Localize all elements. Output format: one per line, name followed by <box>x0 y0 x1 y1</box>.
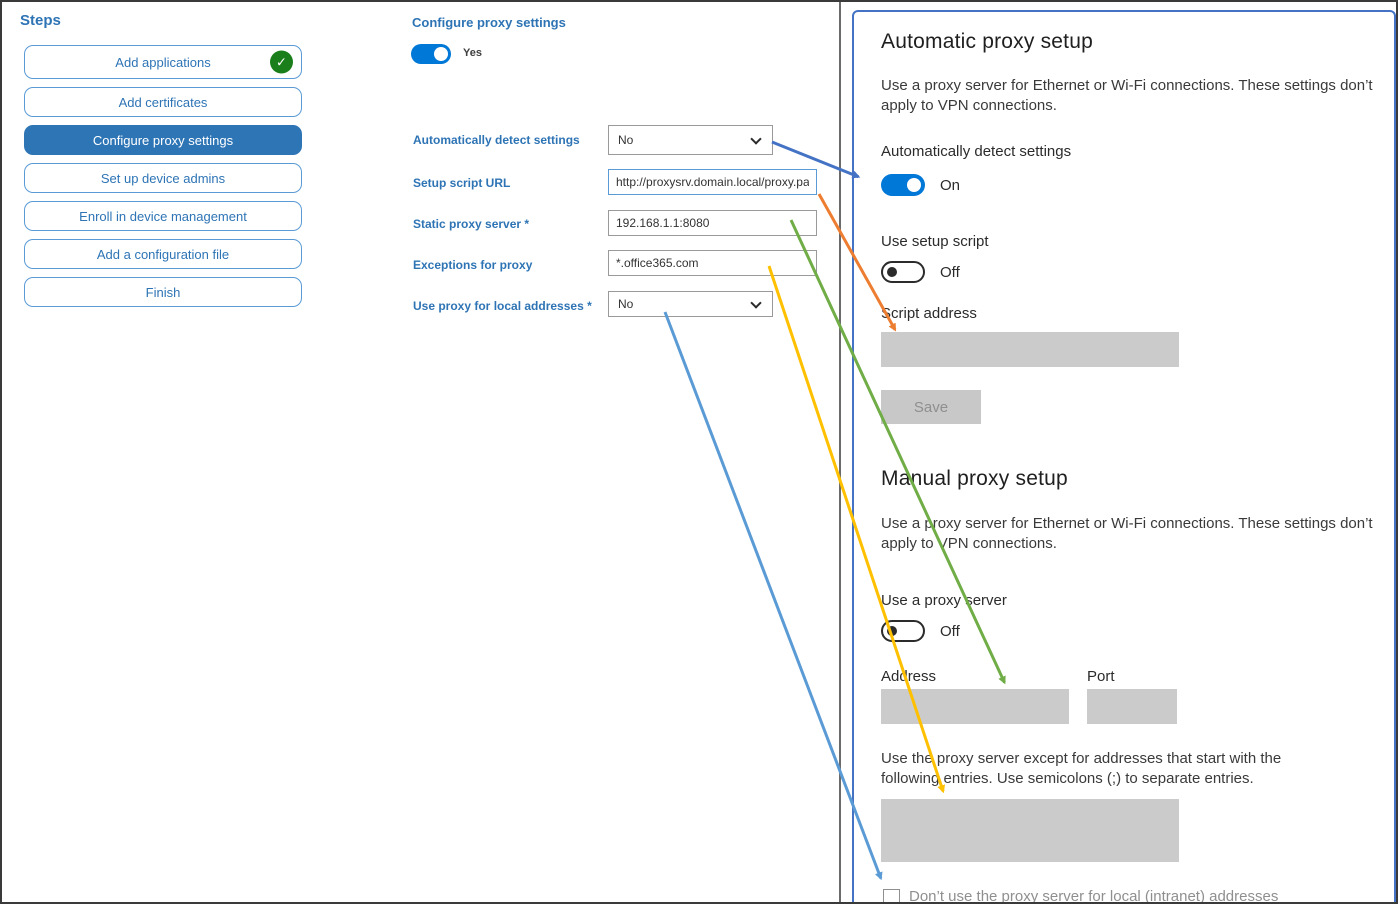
step-label: Enroll in device management <box>79 208 247 224</box>
exceptions-for-proxy-input[interactable] <box>608 250 817 276</box>
step-label: Finish <box>145 284 181 300</box>
completed-check-icon: ✓ <box>270 50 293 74</box>
proxy-exceptions-description: Use the proxy server except for addresse… <box>881 750 1282 787</box>
arrow-local-addresses <box>663 311 883 881</box>
step-add-a-configuration-file[interactable]: Add a configuration file <box>24 239 302 269</box>
manual-proxy-description: Use a proxy server for Ethernet or Wi-Fi… <box>881 515 1373 552</box>
port-input[interactable] <box>1087 689 1177 724</box>
step-enroll-in-device-management[interactable]: Enroll in device management <box>24 201 302 231</box>
select-value: No <box>618 297 634 311</box>
toggle-knob <box>887 267 897 277</box>
step-label: Add applications <box>115 54 211 70</box>
step-set-up-device-admins[interactable]: Set up device admins <box>24 163 302 193</box>
local-addresses-checkbox-label: Don’t use the proxy server for local (in… <box>909 888 1279 904</box>
step-label: Configure proxy settings <box>92 132 234 148</box>
label-use-proxy-for-local-addresses: Use proxy for local addresses * <box>413 299 592 313</box>
automatic-proxy-description: Use a proxy server for Ethernet or Wi-Fi… <box>881 77 1373 114</box>
label-automatically-detect-settings: Automatically detect settings <box>413 133 580 147</box>
steps-nav: Add applications ✓ Add certificates Conf… <box>24 45 302 307</box>
page-title: Configure proxy settings <box>412 15 566 30</box>
address-label: Address <box>881 668 937 685</box>
toggle-knob <box>887 626 897 636</box>
local-addresses-checkbox[interactable] <box>883 889 900 902</box>
proxy-toggle-state: Off <box>940 623 960 640</box>
label-exceptions-for-proxy: Exceptions for proxy <box>413 258 533 272</box>
step-add-applications[interactable]: Add applications ✓ <box>24 45 302 79</box>
configure-proxy-toggle-label: Yes <box>463 47 482 59</box>
port-label: Port <box>1087 668 1115 685</box>
script-toggle-state: Off <box>940 264 960 281</box>
step-finish[interactable]: Finish <box>24 277 302 307</box>
step-configure-proxy-settings[interactable]: Configure proxy settings <box>24 125 302 155</box>
use-a-proxy-server-label: Use a proxy server <box>881 592 1007 609</box>
select-value: No <box>618 133 634 147</box>
address-input[interactable] <box>881 689 1069 724</box>
save-button[interactable]: Save <box>881 390 981 424</box>
steps-heading: Steps <box>20 12 61 29</box>
use-a-proxy-server-toggle[interactable] <box>881 620 925 642</box>
automatically-detect-settings-select[interactable]: No <box>608 125 773 155</box>
use-proxy-for-local-addresses-select[interactable]: No <box>608 291 773 317</box>
toggle-knob <box>907 178 921 192</box>
automatically-detect-settings-toggle[interactable] <box>881 174 925 196</box>
windows-proxy-settings-panel: Automatic proxy setup Use a proxy server… <box>852 10 1396 904</box>
detect-toggle-state: On <box>940 177 961 194</box>
chevron-down-icon <box>750 133 762 145</box>
configure-proxy-toggle[interactable] <box>411 44 451 64</box>
use-setup-script-label: Use setup script <box>881 233 989 250</box>
chevron-down-icon <box>750 297 762 309</box>
step-label: Add certificates <box>118 94 208 110</box>
manual-proxy-setup-heading: Manual proxy setup <box>881 467 1068 490</box>
script-address-label: Script address <box>881 305 977 322</box>
label-setup-script-url: Setup script URL <box>413 176 511 190</box>
script-address-input[interactable] <box>881 332 1179 367</box>
automatically-detect-settings-label: Automatically detect settings <box>881 143 1072 160</box>
step-add-certificates[interactable]: Add certificates <box>24 87 302 117</box>
static-proxy-server-input[interactable] <box>608 210 817 236</box>
use-setup-script-toggle[interactable] <box>881 261 925 283</box>
step-label: Add a configuration file <box>96 246 230 262</box>
label-static-proxy-server: Static proxy server * <box>413 217 530 231</box>
proxy-exceptions-textarea[interactable] <box>881 799 1179 862</box>
vertical-divider <box>839 2 841 902</box>
step-label: Set up device admins <box>100 170 226 186</box>
setup-script-url-input[interactable] <box>608 169 817 195</box>
automatic-proxy-setup-heading: Automatic proxy setup <box>881 30 1093 53</box>
toggle-knob <box>434 47 448 61</box>
